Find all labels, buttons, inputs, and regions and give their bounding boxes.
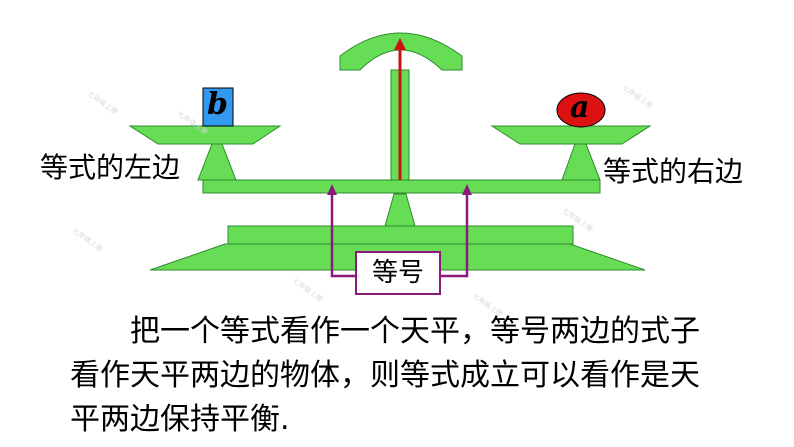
ball-a [556,92,606,128]
equal-sign-bracket [330,188,355,278]
right-pan-stem [561,143,601,181]
block-b [202,87,234,127]
explanation-paragraph: 把一个等式看作一个天平，等号两边的式子 看作天平两边的物体，则等式成立可以看作是… [70,310,770,442]
block-b-label: b [207,87,228,122]
balance-support [384,193,416,227]
paragraph-line-3: 平两边保持平衡. [70,402,290,437]
equal-sign-bracket-right [441,188,469,278]
balance-beam [202,179,601,194]
ball-a-label: a [570,90,590,125]
equal-sign-box: 等号 [355,251,441,295]
paragraph-line-1: 把一个等式看作一个天平，等号两边的式子 [130,314,700,349]
right-side-label: 等式的右边 [603,155,744,188]
balance-base-upper [227,225,574,245]
paragraph-line-2: 看作天平两边的物体，则等式成立可以看作是天 [70,358,700,393]
balance-top-arch [339,32,463,71]
bracket-arrow-left [327,184,337,195]
left-pan-stem [197,143,237,181]
left-side-label: 等式的左边 [40,151,181,184]
pointer-arrowhead [394,38,406,50]
bracket-arrow-right [462,184,472,195]
right-pan [490,125,652,145]
